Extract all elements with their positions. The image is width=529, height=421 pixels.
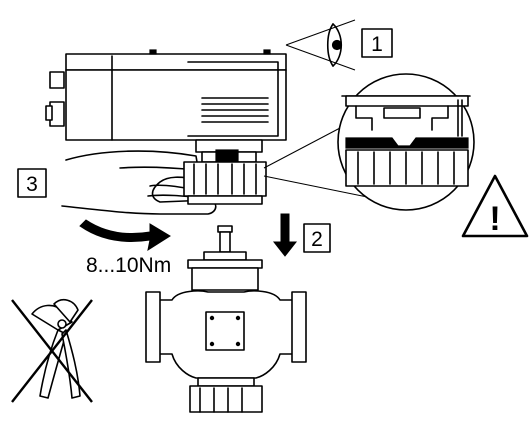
warning-symbol: ! [489,200,500,238]
valve [145,225,307,413]
eye-icon [285,19,356,71]
warning-triangle-icon: ! [461,174,529,238]
down-arrow-icon [272,213,298,257]
detail-magnifier [337,73,475,211]
union-nut [183,161,267,205]
svg-text:2: 2 [311,228,323,251]
torque-value: 8...10Nm [86,254,171,277]
step-1-label: 1 [361,28,393,58]
crossed-out-pliers-icon [11,298,93,403]
step-2-label: 2 [303,223,331,253]
leader-line-bottom [263,175,383,201]
leader-line-top [263,127,341,169]
step-3-label: 3 [17,168,47,198]
actuator [45,49,287,163]
svg-text:1: 1 [371,33,383,56]
svg-text:3: 3 [26,173,38,196]
rotation-arrow-icon [79,219,171,252]
